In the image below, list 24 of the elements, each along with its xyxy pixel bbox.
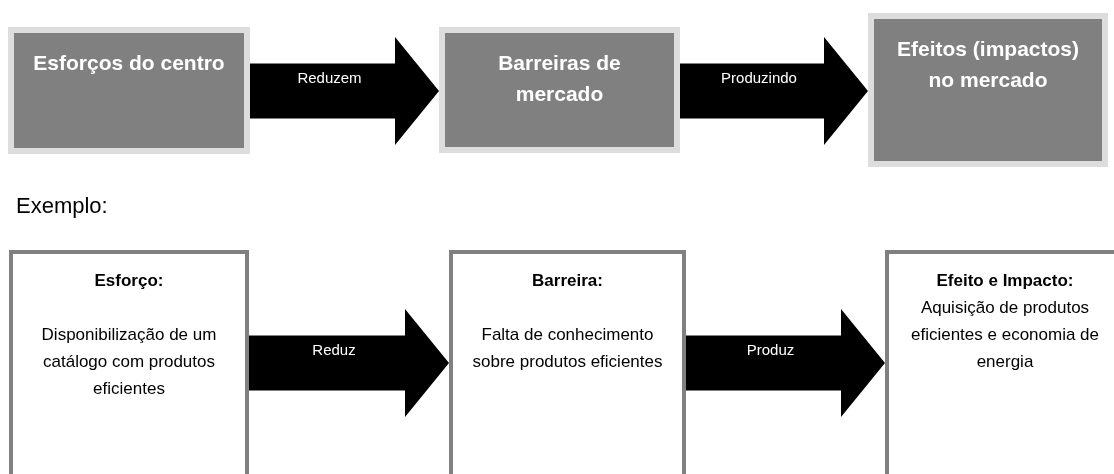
box-description: Disponibilização de um catálogo com produtos eficientes [40,324,218,400]
process-box [8,27,250,154]
block-arrow [686,309,885,417]
box-heading: Efeito e Impacto: [936,270,1074,292]
edge-label: Produz [746,341,795,359]
block-arrow [680,37,868,145]
example-box [885,250,1114,474]
process-box [868,13,1108,167]
edge-label: Produzindo [721,69,797,87]
box-title: Barreiras de mercado [497,50,622,107]
box-title: Esforços do centro [33,50,225,76]
box-description: Aquisição de produtos eficientes e economia de energia [909,297,1101,373]
box-heading: Barreira: [532,270,603,292]
section-label: Exemplo: [16,192,108,220]
box-heading: Esforço: [94,270,164,292]
edge-label: Reduz [312,341,356,359]
edge-label: Reduzem [297,69,362,87]
example-box [449,250,686,474]
block-arrow [250,37,439,145]
box-title: Efeitos (impactos) no mercado [896,36,1080,93]
box-description: Falta de conhecimento sobre produtos eficientes [471,324,664,373]
example-box [9,250,249,474]
process-box [439,27,680,153]
block-arrow [249,309,449,417]
